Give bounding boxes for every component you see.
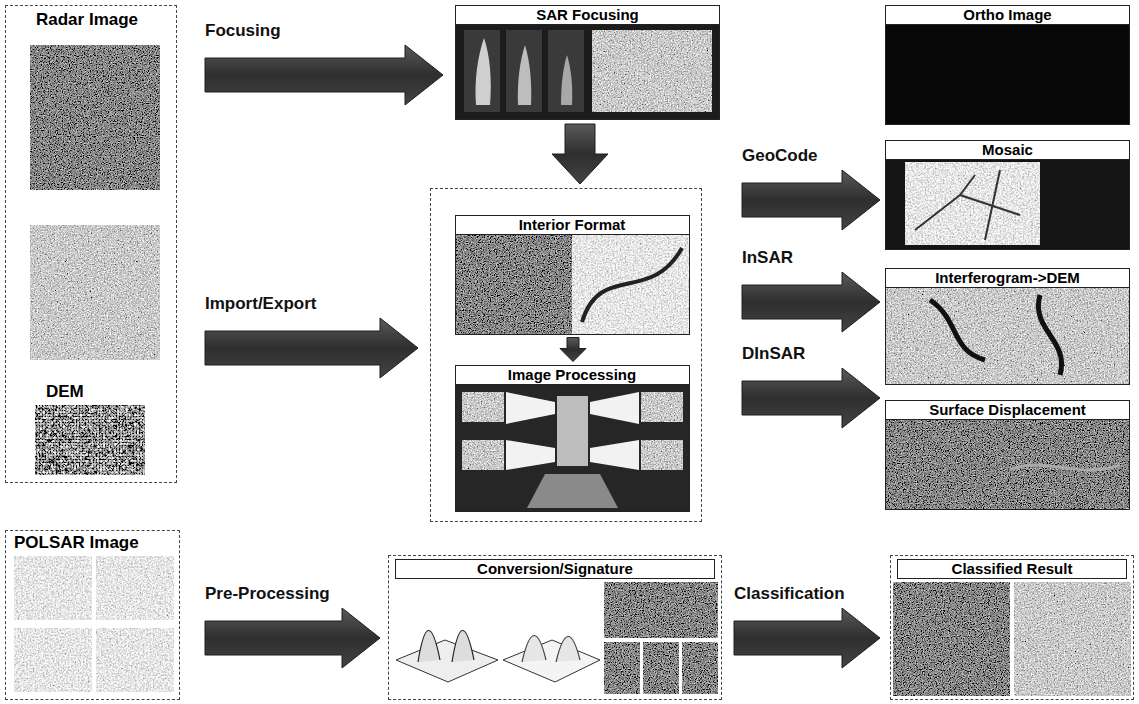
block-arrow	[742, 170, 880, 230]
processing-thumb	[641, 440, 683, 470]
processing-thumb	[462, 392, 504, 422]
arrow-label: Classification	[734, 584, 845, 604]
group-box: Interior FormatImage Processing	[430, 188, 702, 522]
interior-river	[582, 248, 682, 322]
processing-thumb	[462, 440, 504, 470]
box-title: SAR Focusing	[456, 6, 719, 25]
process-box: Surface Displacement	[885, 400, 1130, 510]
processing-beam	[506, 392, 555, 424]
dem-image	[35, 405, 145, 475]
box-title: Image Processing	[456, 366, 689, 385]
mosaic-river	[915, 170, 1020, 240]
arrow-label: Focusing	[205, 21, 281, 41]
signature-image	[604, 582, 718, 638]
block-arrow	[742, 368, 880, 428]
signature-thumb	[604, 642, 640, 694]
processing-core	[557, 396, 588, 466]
processing-ground	[456, 384, 689, 511]
focusing-blur	[475, 38, 490, 105]
arrow-label: Import/Export	[205, 294, 316, 314]
dashed-panel: POLSAR Image	[5, 530, 180, 700]
arrow-label: InSAR	[742, 248, 793, 268]
process-box: Interior Format	[455, 215, 690, 335]
dashed-panel: Conversion/Signature	[388, 555, 722, 700]
block-arrow	[205, 608, 380, 668]
interior-image	[572, 234, 689, 334]
panel-heading: Radar Image	[36, 10, 138, 30]
signature-thumb	[643, 642, 679, 694]
polsar-image	[96, 556, 174, 620]
block-arrow	[734, 608, 880, 668]
arrow-label: DInSAR	[742, 344, 805, 364]
radar-image	[30, 225, 160, 360]
displacement-band	[1010, 465, 1120, 470]
signature-peaks	[522, 635, 580, 662]
dashed-panel: Classified Result	[890, 555, 1134, 700]
classified-image	[1014, 582, 1131, 696]
focusing-blur	[518, 45, 531, 105]
interior-image	[456, 234, 572, 334]
signature-plot	[503, 640, 600, 682]
focusing-frame	[464, 30, 500, 112]
mosaic-image	[905, 162, 1040, 245]
process-box: Image Processing	[455, 365, 690, 512]
box-title: Conversion/Signature	[395, 559, 715, 579]
panel-heading: DEM	[46, 382, 84, 402]
arrow-label: Pre-Processing	[205, 584, 330, 604]
box-title: Interior Format	[456, 216, 689, 235]
focusing-frame	[506, 30, 542, 112]
box-title: Surface Displacement	[886, 401, 1129, 420]
displacement-image	[886, 419, 1129, 509]
ortho-image	[886, 24, 1129, 124]
box-title: Interferogram->DEM	[886, 269, 1129, 288]
panel-heading: POLSAR Image	[14, 533, 139, 553]
block-arrow	[205, 318, 418, 378]
process-box: SAR Focusing	[455, 5, 720, 120]
process-box: Mosaic	[885, 140, 1130, 250]
arrow-label: GeoCode	[742, 146, 818, 166]
box-title: Ortho Image	[886, 6, 1129, 25]
processing-thumb	[641, 392, 683, 422]
focused-image	[592, 30, 712, 112]
interferogram-fringe	[930, 295, 1062, 375]
block-arrow	[205, 45, 443, 105]
block-arrow	[552, 124, 608, 184]
signature-thumb	[682, 642, 718, 694]
processing-beam	[590, 440, 639, 470]
block-arrow	[560, 338, 586, 362]
interferogram-image	[886, 287, 1129, 384]
process-box: Interferogram->DEM	[885, 268, 1130, 385]
box-title: Mosaic	[886, 141, 1129, 160]
processing-beam	[590, 392, 639, 424]
focusing-panel	[456, 23, 719, 119]
process-box: Ortho Image	[885, 5, 1130, 125]
dashed-panel: Radar ImageDEM	[5, 5, 177, 483]
mosaic-ground	[886, 159, 1129, 249]
signature-peaks	[418, 630, 474, 662]
radar-image	[30, 45, 160, 190]
block-arrow	[742, 272, 880, 332]
classified-image	[893, 582, 1010, 696]
polsar-image	[14, 628, 92, 692]
signature-plot	[396, 640, 498, 682]
polsar-image	[14, 556, 92, 620]
box-title: Classified Result	[897, 559, 1127, 579]
polsar-image	[96, 628, 174, 692]
processing-base	[527, 474, 618, 508]
processing-beam	[506, 440, 555, 470]
focusing-blur	[561, 55, 572, 105]
focusing-frame	[548, 30, 584, 112]
